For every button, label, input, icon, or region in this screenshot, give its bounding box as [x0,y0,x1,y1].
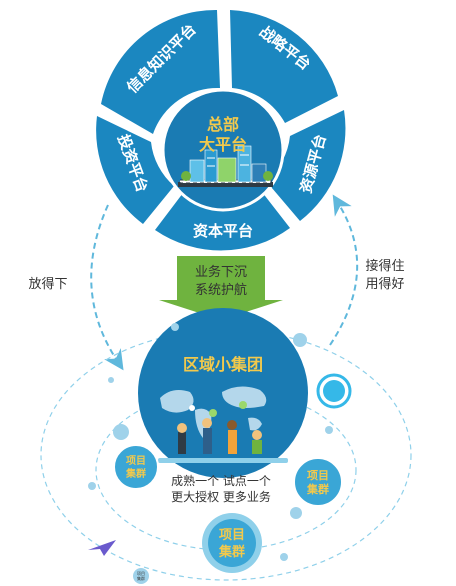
decor-dot [113,424,129,440]
project-cluster-bottom: 项目 集群 [202,513,262,573]
arrow-text-line1: 业务下沉 [195,264,247,280]
cluster-small-line1: 项目 [137,570,145,576]
arrow-text-line2: 系统护航 [195,282,247,298]
decor-dot-ring-big-inner [323,380,345,402]
caption-line1: 成熟一个 试点一个 [171,473,271,488]
decor-dot [280,553,288,561]
cluster-bottom-line1: 项目 [219,528,245,543]
cluster-left-line2: 集群 [125,467,146,480]
ring-segment-capital [155,192,290,251]
center-title-line2: 大平台 [199,135,247,154]
city-buildings-icon [178,145,273,187]
ring-segment-strategy [230,10,338,123]
decor-dot [108,377,114,383]
project-cluster-left: 项目 集群 [113,444,159,490]
cluster-bottom-line2: 集群 [218,544,245,560]
left-dashed-arrow [90,204,124,371]
regional-group-title: 区域小集团 [183,355,263,374]
orbit-outer [40,329,412,581]
paper-plane-icon [88,540,116,556]
cluster-right-line1: 项目 [307,469,329,482]
ring-segment-resource [266,110,346,221]
decor-dot [88,482,96,490]
ground-bar [158,458,288,463]
segment-label-capital: 资本平台 [193,222,253,240]
decor-dot [325,426,333,434]
down-arrow: 业务下沉 系统护航 [159,256,283,320]
project-cluster-right: 项目 集群 [293,457,343,507]
decor-dot [290,507,302,519]
project-cluster-small: 项目 集群 [133,568,149,584]
ring-segment-invest [96,116,174,224]
top-ring: 总部 大平台 信息知识平台 战略平台 资源平台 资本平台 投资平台 [96,9,346,251]
decor-dot [293,333,307,347]
regional-group: 区域小集团 [138,308,308,478]
caption-line2: 更大授权 更多业务 [171,489,271,504]
cluster-left-line1: 项目 [126,455,146,467]
center-title-line1: 总部 [207,115,239,134]
cluster-right-line2: 集群 [306,482,329,496]
right-dashed-arrow [329,194,359,346]
left-arrow-label: 放得下 [28,276,67,292]
ring-segment-info [101,9,220,134]
decor-dots [88,323,352,561]
cluster-small-line2: 集群 [137,575,145,581]
down-arrow-shape [159,256,283,320]
orbit-inner [95,389,357,551]
decor-dot [171,323,179,331]
people-illustration [177,401,262,454]
right-arrow-label-line2: 用得好 [365,276,404,292]
right-arrow-label-line1: 接得住 [365,258,404,274]
